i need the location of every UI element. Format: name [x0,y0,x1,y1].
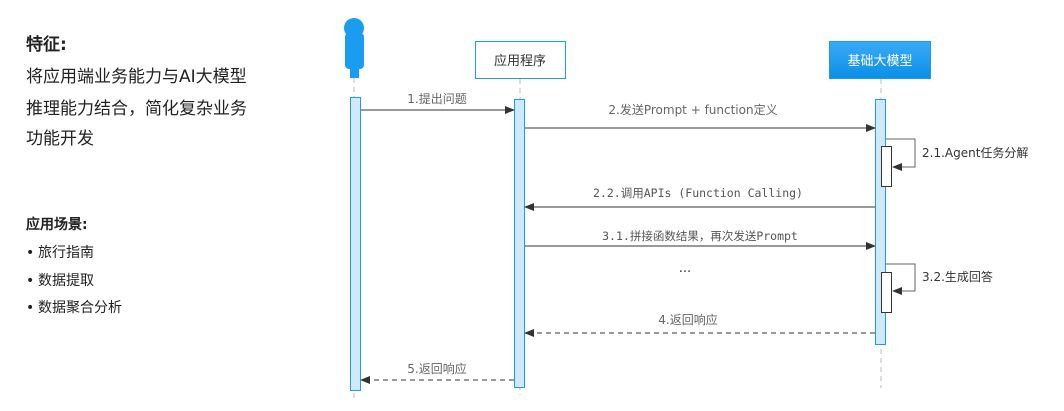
scenario-item: •旅行指南 [26,245,94,261]
message-label: 3.2.生成回答 [922,269,993,284]
scenario-item: •数据提取 [26,273,94,289]
user-activation [350,97,361,391]
model-activation [875,99,886,345]
message-label: 2.2.调用APIs (Function Calling) [593,186,803,200]
message-label: 1.提出问题 [407,91,466,106]
participant-model-label: 基础大模型 [847,54,912,69]
self-activation [881,272,892,313]
self-activation [881,146,892,187]
scenarios-title: 应用场景: [26,217,88,233]
participant-app: 应用程序 [475,41,566,79]
features-line: 推理能力结合，简化复杂业务 [26,99,247,119]
user-actor-icon [344,18,364,78]
message-label: 2.1.Agent任务分解 [922,145,1028,160]
participant-app-label: 应用程序 [494,53,546,69]
message-label: 3.1.拼接函数结果，再次发送Prompt [602,229,798,243]
app-activation [514,99,525,388]
self-message-arrow [886,138,916,171]
message-label: 4.返回响应 [658,312,717,327]
features-line: 将应用端业务能力与AI大模型 [26,67,247,87]
message-label: 2.发送Prompt + function定义 [608,102,777,117]
self-message-arrow [886,263,916,295]
features-title: 特征: [26,35,67,55]
participant-model: 基础大模型 [829,41,931,79]
features-line: 功能开发 [26,129,94,149]
scenario-item: •数据聚合分析 [26,300,122,316]
ellipsis-label: ... [679,261,691,276]
message-label: 5.返回响应 [407,361,466,376]
